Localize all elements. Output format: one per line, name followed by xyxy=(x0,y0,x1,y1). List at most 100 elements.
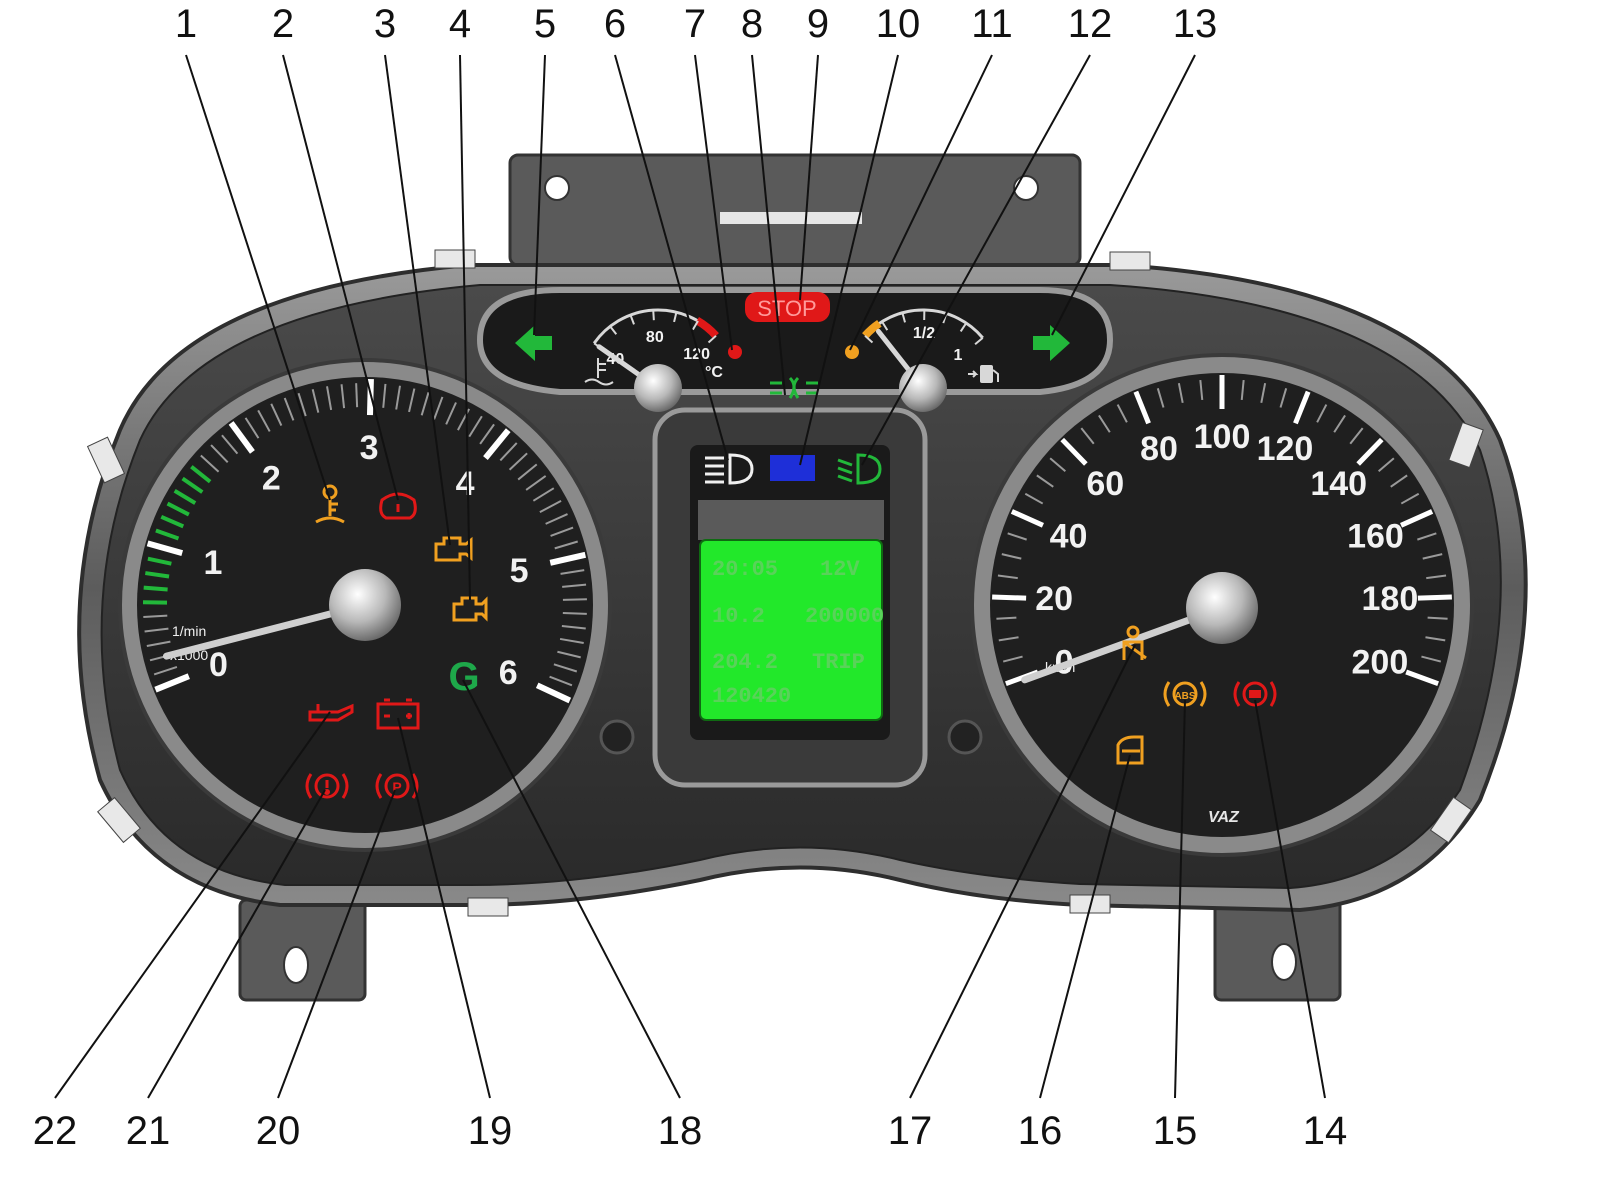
speedometer-hub xyxy=(1186,572,1258,644)
callout-leader-13 xyxy=(1051,54,1196,336)
check-engine-icon xyxy=(434,536,473,562)
speedo-tick-label: 160 xyxy=(1347,518,1404,556)
tachometer-hub xyxy=(329,569,401,641)
speedo-major-tick xyxy=(1400,509,1434,528)
temp-warning-lamp-icon xyxy=(728,345,742,359)
tacho-major-tick xyxy=(535,682,572,704)
callout-number-22: 22 xyxy=(33,1109,78,1153)
tacho-tick-label: 0 xyxy=(209,646,228,684)
callout-number-3: 3 xyxy=(374,2,396,46)
callout-leader-22 xyxy=(54,711,331,1099)
speedo-tick-label: 60 xyxy=(1086,465,1124,503)
speedo-major-tick xyxy=(992,594,1027,601)
speedo-tick-label: 200 xyxy=(1352,643,1409,681)
callout-number-5: 5 xyxy=(534,2,556,46)
callout-leader-12 xyxy=(861,54,1091,466)
right-turn-arrow-icon xyxy=(1033,325,1070,361)
callout-leader-20 xyxy=(277,789,396,1099)
temp-tick-label: 120 xyxy=(683,346,710,363)
tacho-major-tick xyxy=(154,673,190,693)
speedo-tick-label: 180 xyxy=(1362,580,1419,618)
callout-leader-15 xyxy=(1174,699,1186,1099)
speedo-major-tick xyxy=(1405,669,1439,687)
fuel-pump-icon xyxy=(968,365,999,383)
callout-number-15: 15 xyxy=(1153,1109,1198,1153)
svg-text:120420: 120420 xyxy=(712,684,791,709)
mounting-brackets xyxy=(238,153,1342,1002)
speedo-major-tick xyxy=(1060,437,1088,466)
callout-leader-3 xyxy=(384,54,451,546)
svg-text:TRIP: TRIP xyxy=(812,650,865,675)
tacho-major-tick xyxy=(146,540,184,557)
callout-leader-8 xyxy=(751,54,786,396)
turn-signals xyxy=(515,325,1070,361)
speedo-tick-label: 100 xyxy=(1194,418,1251,456)
svg-text:200000: 200000 xyxy=(805,604,884,629)
lcd-screen: 20:05 12V 10.2 200000 204.2 TRIP 120420 xyxy=(699,539,884,721)
speedo-major-tick xyxy=(1417,594,1452,601)
tacho-unit-rpm: 1/min xyxy=(172,623,206,639)
callout-leader-4 xyxy=(459,54,471,601)
speedo-major-tick xyxy=(1010,509,1044,528)
speedo-tick-label: 140 xyxy=(1310,465,1367,503)
callout-number-9: 9 xyxy=(807,2,829,46)
coolant-temp-gauge: 4080120 °C xyxy=(584,308,723,412)
stop-label: STOP xyxy=(757,296,817,321)
stop-lamp-icon: STOP xyxy=(745,292,830,322)
left-turn-arrow-icon xyxy=(515,325,552,361)
callout-leader-14 xyxy=(1254,699,1326,1099)
svg-text:12V: 12V xyxy=(820,557,860,582)
brand-logo: VAZ xyxy=(1208,809,1240,826)
tacho-major-tick xyxy=(549,551,587,566)
callout-leader-19 xyxy=(397,717,491,1099)
tacho-tick-label: 1 xyxy=(204,544,223,582)
callout-number-14: 14 xyxy=(1303,1109,1348,1153)
parking-light-icon xyxy=(770,376,818,399)
battery-icon xyxy=(376,698,420,730)
fuel-reserve-lamp-icon xyxy=(845,345,859,359)
callout-number-2: 2 xyxy=(272,2,294,46)
callout-number-8: 8 xyxy=(741,2,763,46)
callout-leader-9 xyxy=(799,54,819,301)
callout-leader-17 xyxy=(909,644,1136,1099)
callout-number-1: 1 xyxy=(175,2,197,46)
parking-brake-icon: P xyxy=(375,773,419,799)
speedo-major-tick xyxy=(1356,437,1384,466)
callout-number-16: 16 xyxy=(1018,1109,1063,1153)
tacho-tick-label: 5 xyxy=(510,552,529,590)
callout-leader-21 xyxy=(147,789,326,1099)
svg-text:204.2: 204.2 xyxy=(712,650,778,675)
callout-number-12: 12 xyxy=(1068,2,1113,46)
tacho-tick-label: 4 xyxy=(456,465,475,503)
temp-unit: °C xyxy=(705,364,723,381)
high-beam-icon xyxy=(705,453,754,485)
seatbelt-icon xyxy=(1122,625,1147,660)
airbag-icon xyxy=(379,492,417,520)
speedo-major-tick xyxy=(1133,390,1151,425)
callout-leader-5 xyxy=(533,54,546,336)
callout-number-20: 20 xyxy=(256,1109,301,1153)
callout-leader-16 xyxy=(1039,754,1131,1099)
callout-number-13: 13 xyxy=(1173,2,1218,46)
brake-fluid-icon xyxy=(305,773,349,799)
callout-leader-10 xyxy=(799,54,899,466)
callout-number-18: 18 xyxy=(658,1109,703,1153)
tacho-tick-label: 6 xyxy=(499,654,518,692)
tacho-major-tick xyxy=(483,428,511,460)
callout-number-11: 11 xyxy=(971,2,1013,46)
fuel-full-label: 1 xyxy=(954,347,963,364)
oil-pressure-icon xyxy=(308,703,354,722)
callout-leader-1 xyxy=(185,54,331,501)
tacho-tick-label: 3 xyxy=(360,429,379,467)
door-open-icon xyxy=(1116,735,1144,765)
callout-leader-18 xyxy=(462,679,681,1099)
callout-leader-11 xyxy=(849,54,993,351)
shift-indicator-icon: G xyxy=(448,655,479,699)
speedo-tick-label: 120 xyxy=(1257,430,1314,468)
